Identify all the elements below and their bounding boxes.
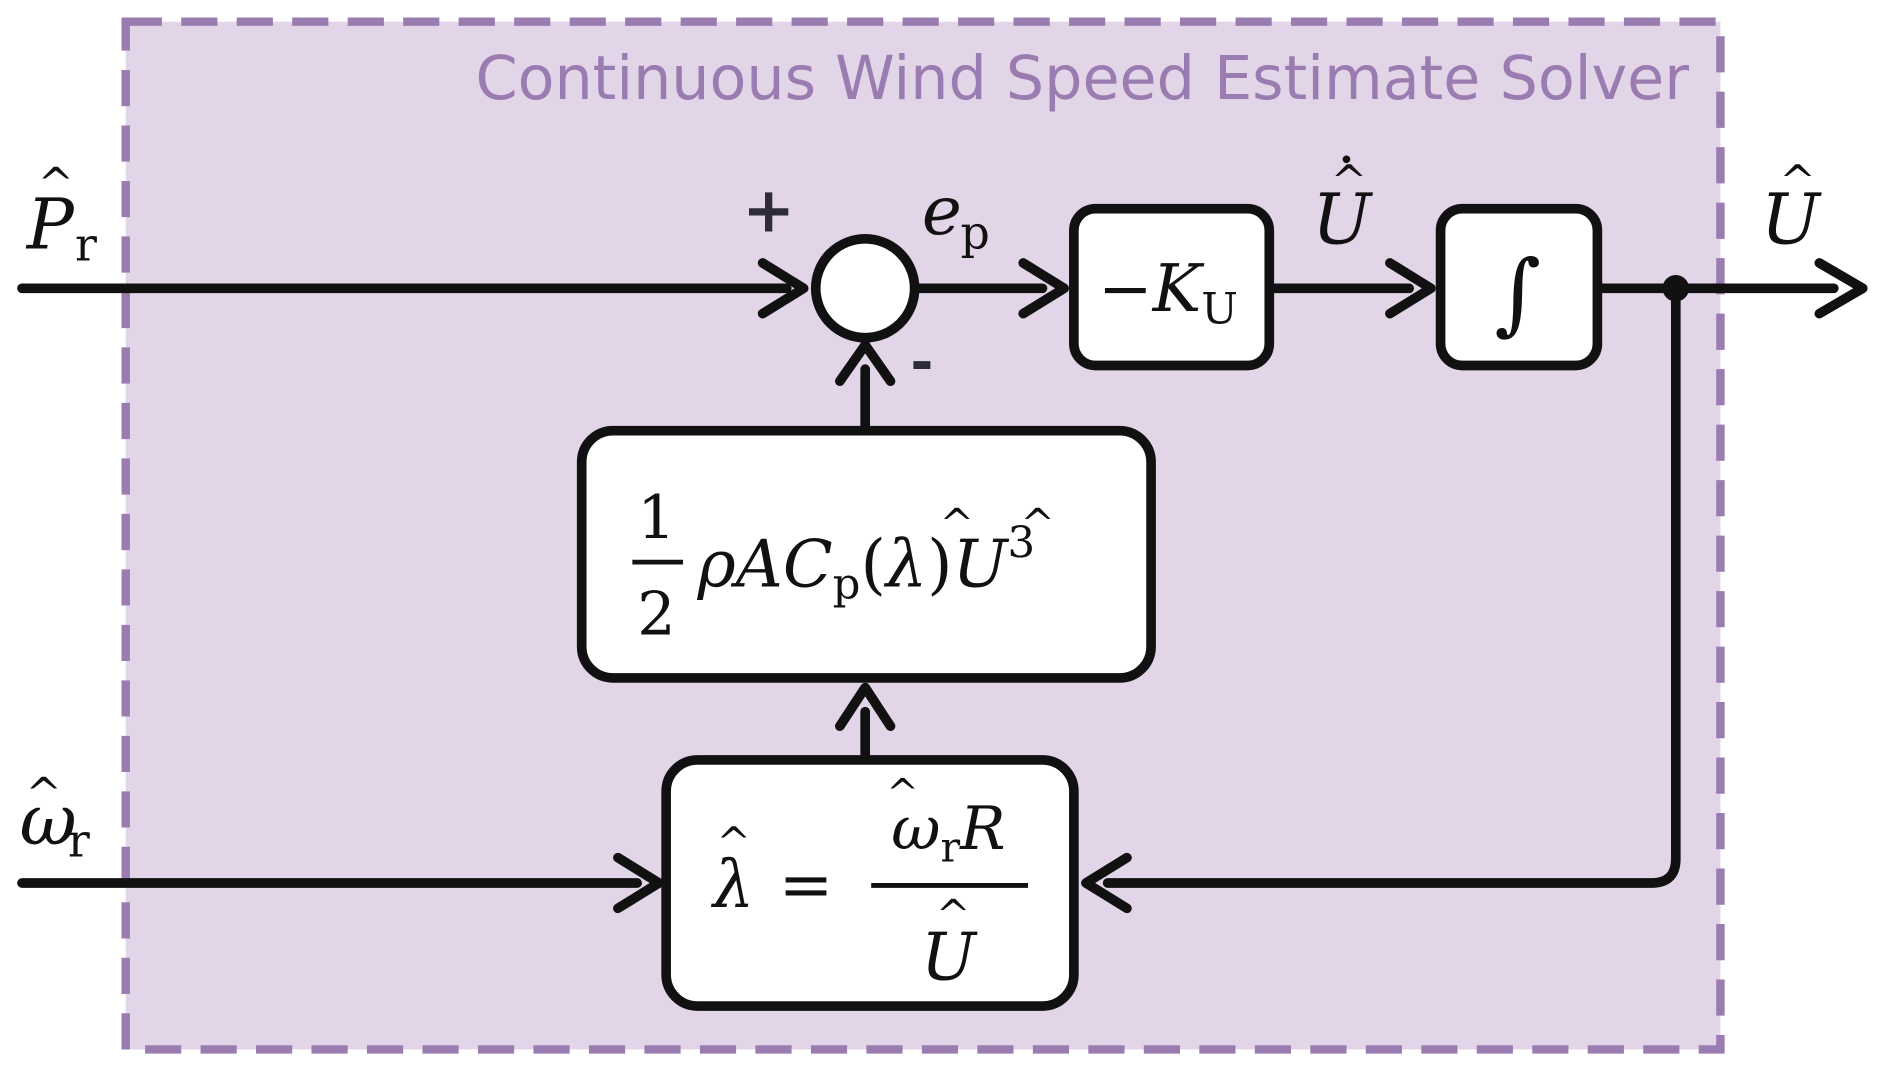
tsr-num-r: R (959, 794, 1005, 864)
tsr-lambda: λ (710, 848, 754, 923)
tsr-equals: = (779, 848, 834, 923)
error-subscript: p (960, 205, 989, 259)
tsr-num-subscript: r (940, 823, 960, 871)
derivative-dot: • (1339, 145, 1355, 176)
feedback-line (1102, 283, 1681, 888)
junction-plus-sign: + (742, 174, 795, 247)
rotor-speed-input-label: ω r ^ (20, 769, 90, 867)
error-symbol: e (922, 171, 962, 250)
arrow-into-gain (1018, 258, 1070, 319)
arrow-output (1814, 258, 1868, 319)
error-signal-label: e p (922, 171, 990, 259)
cp-subscript: p (833, 559, 861, 609)
u-exponent: 3 (1007, 518, 1035, 568)
fraction-denominator: 2 (637, 580, 675, 650)
close-paren: ) (927, 527, 952, 602)
derivative-signal-label: U ^ • (1312, 145, 1373, 261)
rho-a-term: ρA (697, 527, 783, 602)
gain-symbol: K (1152, 252, 1205, 327)
diagram-title: Continuous Wind Speed Estimate Solver (475, 44, 1689, 114)
tip-speed-ratio-block (661, 755, 1079, 1011)
arrow-up-into-power-block (835, 682, 896, 732)
gain-subscript: U (1201, 284, 1238, 334)
aero-power-block (576, 425, 1156, 683)
arrow-into-tsr-left (613, 852, 664, 914)
integrator-symbol: ∫ (1495, 241, 1542, 345)
tsr-omega-hat: ^ (886, 771, 918, 816)
power-expression: ρACp(λ)U3 (697, 518, 1036, 609)
arrow-into-junction (757, 258, 809, 319)
power-hat: ^ (38, 159, 74, 209)
lambda-hat: ^ (940, 500, 974, 548)
summing-junction (810, 234, 920, 343)
open-paren: ( (860, 527, 885, 602)
output-hat: ^ (1779, 156, 1815, 206)
gain-block (1069, 203, 1275, 371)
arrow-up-into-junction (835, 340, 896, 387)
fraction-numerator: 1 (637, 483, 675, 553)
rotor-speed-symbol: ω (20, 780, 77, 861)
power-input-label: P r ^ (25, 159, 97, 272)
arrow-into-integrator (1385, 258, 1436, 319)
cp-term: C (783, 527, 833, 602)
output-symbol: U (1761, 180, 1822, 261)
rotor-speed-subscript: r (68, 813, 90, 867)
power-symbol: P (25, 184, 76, 265)
rotor-speed-hat: ^ (26, 769, 62, 819)
tsr-lambda-hat: ^ (717, 818, 751, 866)
tsr-denominator: U (921, 920, 978, 995)
u-term: U (953, 527, 1010, 602)
tsr-numerator: ωrR (891, 794, 1005, 871)
tsr-u-hat: ^ (936, 891, 970, 939)
arrow-into-tsr-right (1081, 852, 1132, 914)
gain-minus: − (1098, 252, 1153, 327)
aero-power-formula: 1 2 ρACp(λ)U3 ^ ^ (632, 483, 1055, 650)
tip-speed-ratio-formula: λ ^ = ωrR ^ U ^ (710, 771, 1029, 995)
signal-lines (17, 283, 1839, 888)
u-hat: ^ (1020, 500, 1054, 548)
integrator-block (1435, 203, 1603, 371)
derivative-symbol: U (1312, 180, 1373, 261)
tsr-num-omega: ω (891, 794, 940, 864)
derivative-hat: ^ (1331, 156, 1367, 206)
power-subscript: r (75, 218, 97, 272)
gain-label: −KU (1098, 252, 1238, 334)
arrowheads (613, 258, 1868, 914)
output-label: U ^ (1761, 156, 1822, 260)
junction-minus-sign: - (910, 331, 933, 395)
branch-point (1662, 275, 1690, 302)
lambda-term: λ (883, 527, 927, 602)
